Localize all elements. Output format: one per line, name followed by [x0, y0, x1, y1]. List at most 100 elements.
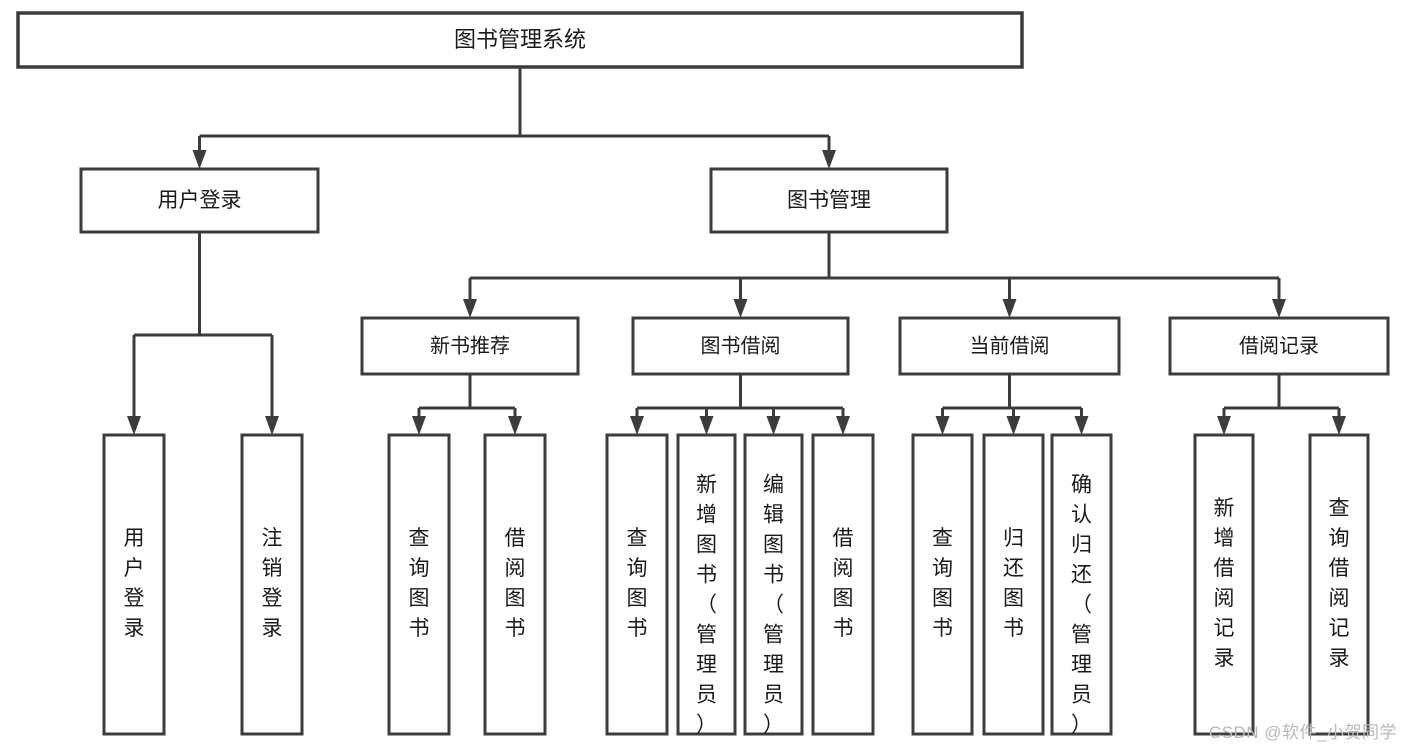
- node-new-book-recommend[interactable]: 新书推荐: [360, 316, 580, 376]
- leaf-label-char: 查: [627, 527, 648, 550]
- leaf-label-char: 销: [262, 557, 283, 580]
- leaf-label-char: 阅: [1214, 587, 1235, 610]
- node-box: [982, 433, 1045, 736]
- leaf-label-char: 管: [763, 624, 784, 647]
- leaf-label-char: 记: [1214, 617, 1235, 640]
- node-book-borrow[interactable]: 图书借阅: [631, 316, 850, 376]
- leaf-label-char: 借: [1214, 557, 1235, 580]
- book-mgmt-to-level3-arrow-1: [733, 299, 748, 318]
- leaf-label-char: 录: [1329, 647, 1350, 670]
- leaf-label-char: 归: [1003, 527, 1024, 550]
- leaf-label-char: 图: [627, 587, 648, 610]
- node-box: [631, 316, 850, 376]
- leaf-label-char: 注: [262, 527, 283, 550]
- leaf-label-char: （: [1071, 594, 1092, 617]
- leaf-label-char: 管: [696, 624, 717, 647]
- leaf-label-char: 员: [1071, 684, 1092, 707]
- node-book-management[interactable]: 图书管理: [709, 167, 949, 234]
- leaf-label-char: 还: [1003, 557, 1024, 580]
- leaf-label-char: ）: [696, 714, 717, 737]
- leaf-label-char: （: [696, 594, 717, 617]
- user-login-to-leaves-arrow-0: [127, 416, 141, 435]
- leaf-label-char: 书: [409, 617, 430, 640]
- borrow-to-leaves-arrow-0: [630, 416, 644, 435]
- node-label: 图书管理: [787, 189, 871, 212]
- node-current-borrow[interactable]: 当前借阅: [898, 316, 1121, 376]
- node-label: 图书借阅: [701, 334, 781, 357]
- leaf-label-char: 辑: [763, 504, 784, 527]
- new-book-to-leaves-arrow-0: [412, 416, 426, 435]
- root-to-level2-arrow-1: [822, 150, 836, 169]
- leaf-label-char: 用: [124, 527, 145, 550]
- node-box: [709, 167, 949, 234]
- node-label: 当前借阅: [970, 334, 1050, 357]
- node-box: [483, 433, 547, 736]
- leaf-label-char: 理: [696, 654, 717, 677]
- node-borrow-record[interactable]: 借阅记录: [1168, 316, 1390, 376]
- borrow-to-leaves-arrow-1: [699, 416, 714, 435]
- leaf-label-char: 书: [627, 617, 648, 640]
- leaf-label-char: 借: [1329, 557, 1350, 580]
- book-mgmt-to-level3-arrow-2: [1002, 299, 1017, 318]
- leaf-label-char: 图: [696, 534, 717, 557]
- leaf-label-char: 认: [1071, 504, 1092, 527]
- node-label: 用户登录: [158, 189, 242, 212]
- leaf-label-char: 理: [763, 654, 784, 677]
- node-box: [911, 433, 974, 736]
- csdn-watermark: CSDN @软件_小贺同学: [1208, 723, 1397, 742]
- node-user-login[interactable]: 用户登录: [79, 167, 320, 234]
- leaf-label-char: 书: [1003, 617, 1024, 640]
- node-box: [387, 433, 451, 736]
- leaf-label-char: 书: [833, 617, 854, 640]
- current-borrow-to-leaves-arrow-1: [1006, 416, 1021, 435]
- leaf-label-char: 书: [763, 564, 784, 587]
- node-box: [16, 11, 1024, 69]
- node-box: [102, 433, 166, 736]
- leaf-label-char: 书: [696, 564, 717, 587]
- leaf-label-char: 询: [932, 557, 953, 580]
- borrow-to-leaves-arrow-2: [766, 416, 781, 435]
- leaf-label-char: 还: [1071, 564, 1092, 587]
- leaf-label-char: 图: [932, 587, 953, 610]
- leaf-label-char: 增: [696, 504, 717, 527]
- leaf-label-char: 询: [627, 557, 648, 580]
- node-box: [240, 433, 304, 736]
- leaf-label-char: 询: [409, 557, 430, 580]
- leaf-label-char: 阅: [505, 557, 526, 580]
- node-box: [605, 433, 669, 736]
- leaf-label-char: 借: [833, 527, 854, 550]
- leaf-label-char: 录: [1214, 647, 1235, 670]
- leaf-label-char: 员: [696, 684, 717, 707]
- leaf-label-char: 查: [932, 527, 953, 550]
- leaf-label-char: 阅: [1329, 587, 1350, 610]
- leaf-label-char: 管: [1071, 624, 1092, 647]
- leaf-label-char: 图: [505, 587, 526, 610]
- record-to-leaves-arrow-0: [1217, 416, 1231, 435]
- node-box: [1308, 433, 1370, 736]
- node-root-system[interactable]: 图书管理系统: [16, 11, 1024, 69]
- leaf-label-char: 书: [505, 617, 526, 640]
- node-leaf-0[interactable]: 用户登录: [102, 433, 166, 736]
- leaf-label-char: 新: [1214, 497, 1235, 520]
- leaf-label-char: ）: [1071, 714, 1092, 737]
- record-to-leaves-arrow-1: [1332, 416, 1346, 435]
- borrow-to-leaves-arrow-3: [836, 416, 850, 435]
- leaf-label-char: 询: [1329, 527, 1350, 550]
- leaf-label-char: 图: [1003, 587, 1024, 610]
- node-box: [1193, 433, 1255, 736]
- node-box: [811, 433, 875, 736]
